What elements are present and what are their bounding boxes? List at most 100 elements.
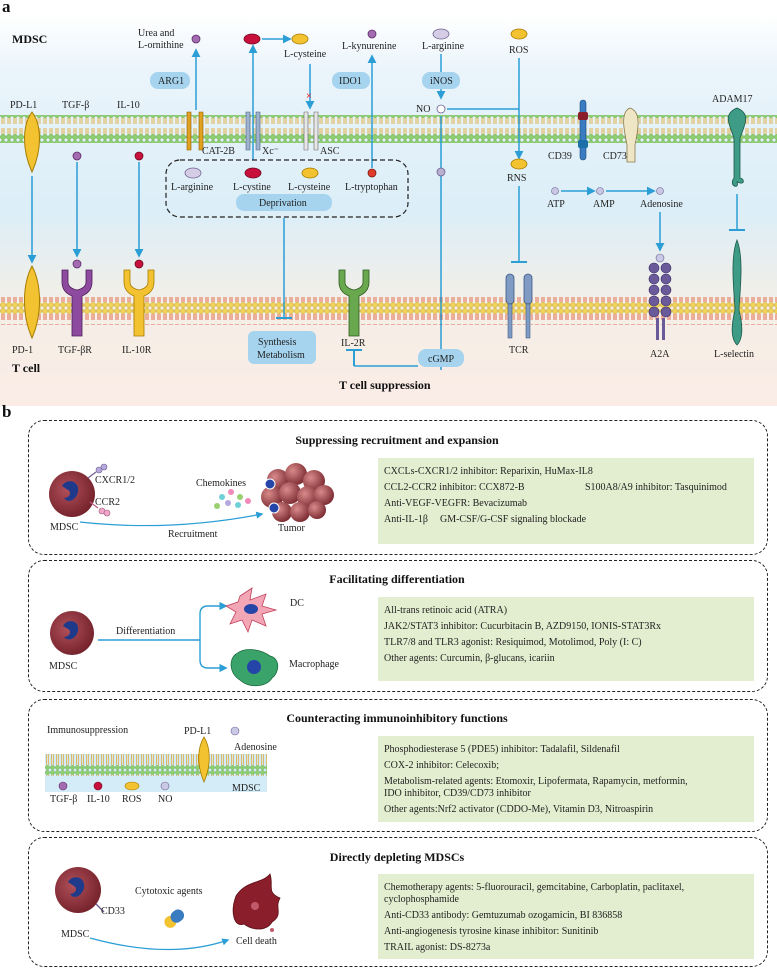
mdsc-label: MDSC: [12, 32, 47, 46]
l-cystine-top-molecule: [243, 33, 261, 45]
drug-line: CCL2-CCR2 inhibitor: CCX872-B: [384, 482, 525, 493]
cd73-enzyme: [623, 107, 639, 163]
ros-molecule: [510, 28, 528, 40]
ccr2-label: CCR2: [95, 497, 120, 508]
mdsc-label-1: MDSC: [50, 522, 79, 533]
mdsc-b-membrane: [45, 754, 267, 776]
ros-b-molecule: [124, 781, 140, 791]
cat2b-transporter: [186, 111, 204, 151]
no-label: NO: [416, 104, 430, 115]
section4-illustration: CD33 MDSC Cytotoxic agents Cell death: [55, 867, 281, 951]
adenosine-b-molecule: [230, 726, 240, 736]
mdsc-b-label: MDSC: [232, 783, 261, 794]
drug-line: Chemotherapy agents: 5-fluorouracil, gem…: [384, 882, 685, 893]
tgf-br-label: TGF-βR: [58, 345, 92, 356]
il-10-bound: [134, 259, 144, 269]
section-depleting-title: Directly depleting MDSCs: [329, 850, 465, 864]
cytotoxic-label: Cytotoxic agents: [135, 886, 203, 897]
drug-line: S100A8/A9 inhibitor: Tasquinimod: [585, 482, 727, 493]
drug-line-pair: CCL2-CCR2 inhibitor: CCX872-B S100A8/A9 i…: [384, 482, 748, 493]
drug-line: GM-CSF/G-CSF signaling blockade: [439, 514, 587, 525]
immunosuppression-label: Immunosuppression: [47, 725, 128, 736]
il-10-b-label: IL-10: [87, 794, 110, 805]
tgf-b-molecule: [72, 151, 82, 161]
block-x-icon: ×: [306, 91, 312, 102]
deprivation-label: Deprivation: [259, 198, 307, 209]
urea-label-2: L-ornithine: [138, 40, 184, 51]
il-10-b-molecule: [93, 781, 103, 791]
drug-line: Other agents: Curcumin, β-glucans, icari…: [384, 653, 555, 664]
xc-transporter: [245, 111, 261, 151]
dead-cell-fragment-2: [270, 928, 274, 932]
pd-1-receptor: [24, 264, 40, 340]
l-cysteine-label: L-cysteine: [288, 182, 331, 193]
adam17-enzyme: [727, 107, 747, 187]
l-kynurenine-label: L-kynurenine: [342, 41, 397, 52]
l-selectin-receptor: [731, 238, 743, 346]
drug-line: IDO inhibitor, CD39/CD73 inhibitor: [384, 788, 531, 799]
panel-b: CXCR1/2 CCR2 MDSC Chemokines: [45, 463, 340, 951]
drug-line: JAK2/STAT3 inhibitor: Cucurbitacin B, AZ…: [384, 621, 662, 632]
tgf-b-b-molecule: [58, 781, 68, 791]
no-intracellular: [436, 167, 446, 177]
section-counteracting-box: [28, 699, 768, 832]
l-cysteine-molecule: [301, 167, 319, 179]
il-2r-receptor: [338, 269, 370, 337]
l-arginine-top-label: L-arginine: [422, 41, 465, 52]
drug-line: TRAIL agonist: DS-8273a: [384, 942, 491, 953]
cd73-label: CD73: [603, 151, 627, 162]
cgmp-label: cGMP: [428, 354, 455, 365]
section-recruitment-drugs: CXCLs-CXCR1/2 inhibitor: Reparixin, HuMa…: [378, 458, 754, 544]
drug-line: Anti-CD33 antibody: Gemtuzumab ozogamici…: [384, 910, 623, 921]
depletion-arrow: [89, 937, 230, 951]
section-differentiation-box: [28, 560, 768, 692]
atp-label: ATP: [547, 199, 565, 210]
adenosine-b-label: Adenosine: [234, 742, 277, 753]
l-tryptophan-molecule: [367, 168, 377, 178]
ros-b-label: ROS: [122, 794, 141, 805]
no-b-molecule: [160, 781, 170, 791]
drug-line: Anti-angiogenesis tyrosine kinase inhibi…: [384, 926, 599, 937]
a2a-receptor: [648, 253, 672, 340]
drug-line: Anti-IL-1β: [384, 514, 428, 525]
cxcr-receptor: [87, 471, 97, 479]
l-cysteine-top-molecule: [291, 33, 309, 45]
cell-death-label: Cell death: [236, 936, 277, 947]
mdsc-nucleus-1: [62, 481, 79, 501]
arg1-pill: [150, 72, 190, 89]
cxcr-ligand-1: [95, 466, 103, 474]
drug-line: CXCLs-CXCR1/2 inhibitor: Reparixin, HuMa…: [384, 466, 593, 477]
dead-cell: [232, 873, 281, 930]
mdsc-nucleus-2: [63, 621, 79, 640]
drug-line: All-trans retinoic acid (ATRA): [384, 605, 508, 616]
tgf-b-bound: [72, 259, 82, 269]
urea-label-1: Urea and: [138, 28, 174, 39]
pd-l1-b-receptor: [198, 736, 210, 783]
pd-l1-b-label: PD-L1: [184, 726, 211, 737]
dc-arrow: [199, 601, 228, 640]
mdsc-nucleus-4: [68, 877, 85, 897]
amp-label: AMP: [593, 199, 615, 210]
ido1-label: IDO1: [339, 76, 362, 87]
recruitment-label: Recruitment: [168, 529, 218, 540]
section-counteracting-drugs: Phosphodiesterase 5 (PDE5) inhibitor: Ta…: [378, 736, 754, 822]
adam17-label: ADAM17: [712, 94, 753, 105]
inos-label: iNOS: [430, 76, 453, 87]
asc-transporter: [303, 111, 319, 151]
tgf-b-label: TGF-β: [62, 100, 89, 111]
l-cystine-molecule: [244, 167, 262, 179]
panel-b-letter: b: [2, 402, 12, 421]
tgf-br-receptor: [61, 269, 93, 337]
t-cell-membrane: [0, 297, 777, 325]
pill-capsule-icon: [164, 909, 185, 928]
inos-pill: [422, 72, 460, 89]
adenosine-molecule: [656, 187, 664, 195]
drug-line: COX-2 inhibitor: Celecoxib;: [384, 760, 499, 771]
urea-molecule: [191, 34, 201, 44]
section1-illustration: CXCR1/2 CCR2 MDSC Chemokines: [49, 463, 334, 540]
section-counteracting-title: Counteracting immunoinhibitory functions: [286, 711, 508, 725]
ros-label: ROS: [509, 45, 528, 56]
macrophage-arrow: [199, 640, 228, 673]
no-b-label: NO: [158, 794, 172, 805]
